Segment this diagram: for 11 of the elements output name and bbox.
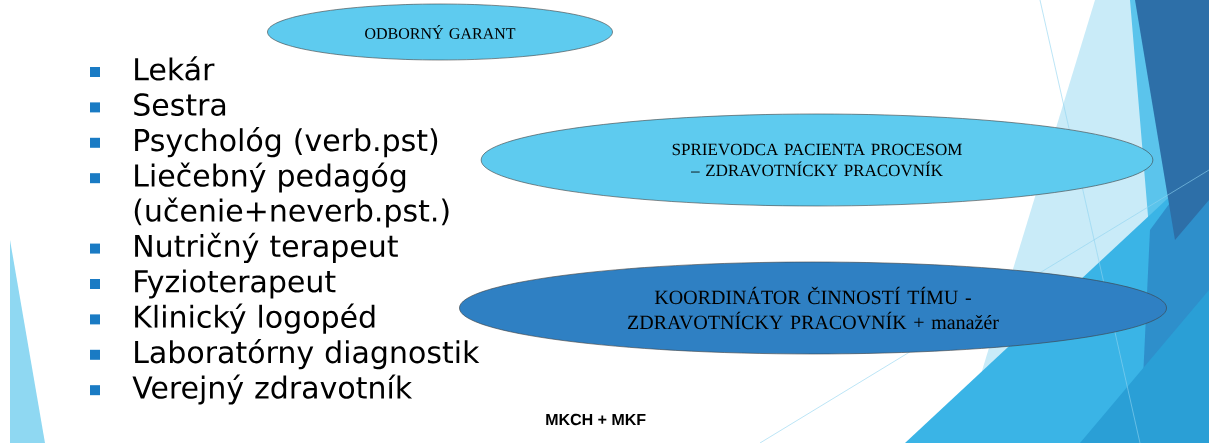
list-item: Nutričný terapeut	[135, 232, 398, 263]
list-item: Klinický logopéd	[135, 303, 375, 334]
footer-text: MKCH + MKF	[546, 413, 646, 426]
list-item: Psychológ (verb.pst)	[135, 127, 438, 158]
list-item: Fyzioterapeut	[135, 269, 336, 299]
ellipse-node: SPRIEVODCA PACIENTA PROCESOM – ZDRAVOTNÍCKY PRACOVNÍK	[480, 113, 1154, 207]
list-item: Lekár	[135, 56, 215, 81]
list-item: Verejný zdravotník	[132, 374, 413, 405]
ellipse-node: ODBORNÝ GARANT	[267, 3, 613, 61]
list-item: Liečebný pedagóg (učenie+neverb.pst.)	[134, 162, 449, 228]
list-item: Sestra	[134, 93, 226, 116]
